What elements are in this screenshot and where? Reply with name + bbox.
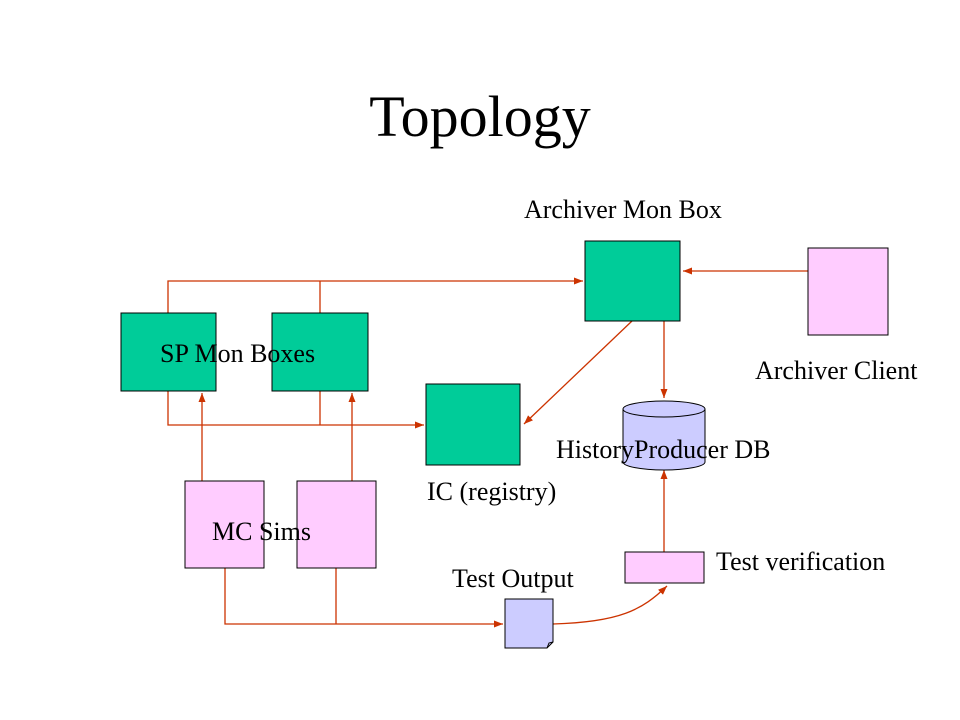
test-verification-box — [624, 551, 705, 584]
connector-sp-to-ic — [167, 391, 424, 429]
connector-lines — [167, 267, 808, 628]
slide-title: Topology — [369, 84, 591, 149]
mc-sim-box-2 — [296, 480, 377, 569]
mc-sim-box-1 — [184, 480, 265, 569]
sp-mon-box-1 — [120, 312, 217, 392]
label-archiver-client: Archiver Client — [755, 356, 918, 385]
ic-registry-box — [425, 383, 521, 466]
connector-mc-to-test-output — [224, 568, 503, 628]
label-ic-registry: IC (registry) — [427, 477, 557, 506]
history-producer-db — [622, 400, 706, 471]
label-test-output: Test Output — [452, 564, 574, 593]
label-sp-mon-boxes: SP Mon Boxes — [160, 339, 316, 368]
test-output-document — [504, 598, 554, 649]
label-test-verification: Test verification — [716, 547, 886, 576]
archiver-mon-box — [584, 240, 681, 322]
archiver-client-box — [807, 247, 889, 336]
connector-sp-to-archiver — [167, 277, 583, 313]
label-archiver-mon-box: Archiver Mon Box — [524, 195, 722, 224]
label-mc-sims: MC Sims — [212, 517, 311, 546]
connector-test-output-to-verification — [552, 585, 668, 625]
sp-mon-box-2 — [271, 312, 369, 392]
document-fold — [546, 641, 554, 649]
connector-archiver-to-ic — [523, 320, 633, 425]
label-history-producer-db: HistoryProducer DB — [556, 435, 771, 464]
